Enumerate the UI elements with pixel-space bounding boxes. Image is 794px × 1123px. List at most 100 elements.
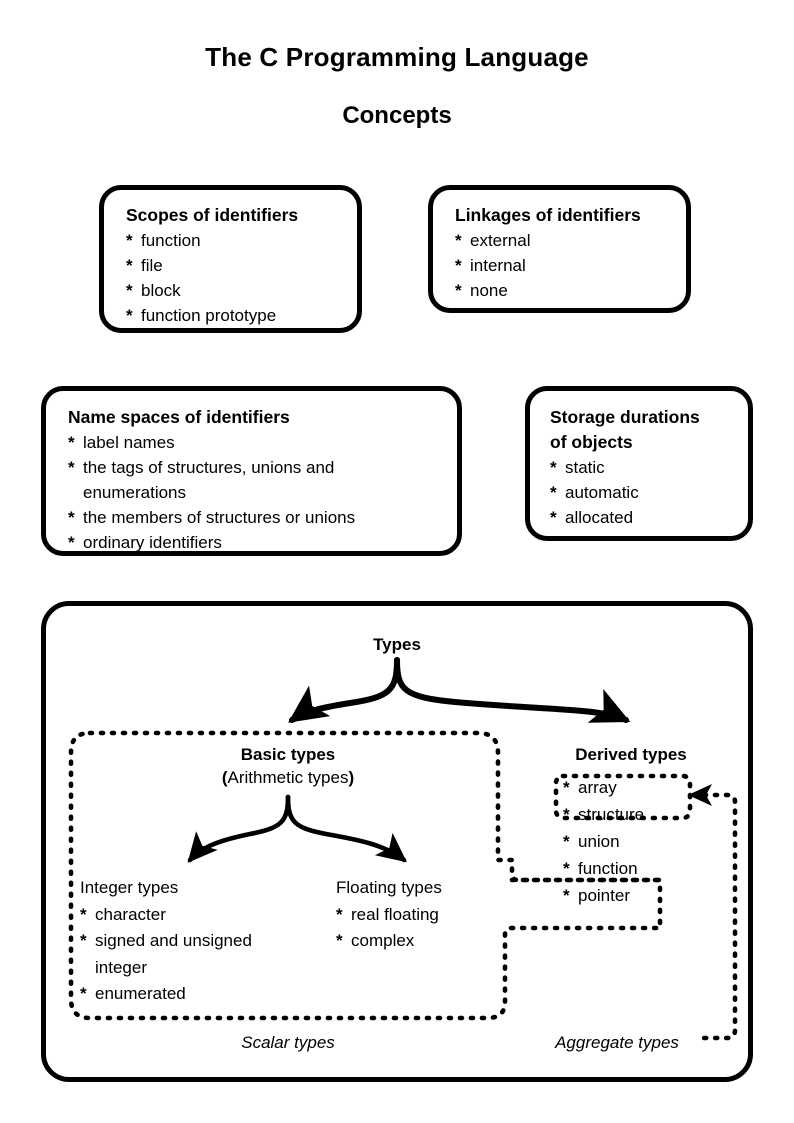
bullet-star: * — [550, 483, 557, 502]
integer-types-heading: Integer types — [80, 878, 179, 897]
card-storage-durations-of-objects: Storage durations of objects * static * au… — [525, 386, 753, 541]
list-item-label: the tags of structures, unions and enume… — [83, 458, 335, 502]
list-item-label: ordinary identifiers — [83, 533, 222, 552]
floating-types-list: * real floating * complex — [336, 902, 442, 955]
bullet-star: * — [68, 458, 75, 477]
aggregate-types-label: Aggregate types — [555, 1033, 679, 1052]
list-item: * none — [455, 278, 676, 303]
list-item: * pointer — [563, 882, 644, 909]
card-linkages-of-identifiers: Linkages of identifiers * external * inter… — [428, 185, 691, 313]
list-item: * the tags of structures, unions and enum… — [68, 455, 447, 505]
card-name-spaces-of-identifiers: Name spaces of identifiers * label names … — [41, 386, 462, 556]
list-item: * signed and unsigned integer — [80, 928, 252, 981]
list-item: * complex — [336, 928, 442, 955]
list-item-label: array — [578, 778, 617, 797]
list-item: * file — [126, 253, 347, 278]
bullet-star: * — [80, 904, 87, 924]
list-item-label: enumerated — [95, 984, 186, 1003]
list-item-label: union — [578, 832, 620, 851]
bullet-star: * — [563, 778, 570, 797]
bullet-star: * — [80, 931, 87, 950]
list-item: * union — [563, 828, 644, 855]
list-item-label: none — [470, 281, 508, 300]
list-item: * label names — [68, 430, 447, 455]
basic-types-subheading: (Arithmetic types) — [222, 766, 354, 789]
card-title: Name spaces of identifiers — [68, 407, 290, 427]
card-title: Scopes of identifiers — [126, 205, 299, 225]
card-types — [41, 601, 753, 1082]
list-item-label: character — [95, 904, 166, 924]
list-item-label: complex — [351, 931, 415, 950]
list-item-label: automatic — [565, 483, 639, 502]
list-item-label: allocated — [565, 508, 634, 527]
bullet-star: * — [550, 508, 557, 527]
list-item: *the members of structures or unions — [68, 505, 447, 530]
bullet-star: * — [563, 859, 570, 878]
bullet-star: * — [563, 805, 570, 824]
list-item: * real floating — [336, 902, 442, 929]
list-item: * internal — [455, 253, 676, 278]
scalar-types-label: Scalar types — [241, 1033, 335, 1052]
list-item-label: static — [565, 458, 605, 477]
bullet-star: * — [126, 231, 133, 250]
bullet-star: * — [455, 281, 462, 300]
list-item-label: pointer — [578, 886, 630, 905]
list-item-label: real floating — [351, 904, 439, 924]
integer-types-list: *character *signed and unsigned integer … — [80, 902, 252, 1008]
bullet-star: * — [550, 458, 557, 477]
list-item-label: the members of structures or unions — [83, 508, 356, 527]
floating-types-group: Floating types * real floating * complex — [336, 875, 442, 955]
list-item: * function — [126, 228, 347, 253]
bullet-star: * — [563, 832, 570, 851]
bullet-star: * — [68, 433, 75, 452]
card-bullet-list: * label names * the tags of structures, un… — [68, 430, 447, 555]
list-item-label: function — [141, 231, 201, 250]
derived-types-heading: Derived types — [575, 745, 687, 764]
list-item: *function — [563, 855, 644, 882]
card-scopes-of-identifiers: Scopes of identifiers * function * file * b… — [99, 185, 362, 333]
page-subtitle: Concepts — [342, 102, 452, 129]
list-item: * static — [550, 455, 738, 480]
list-item-label: function prototype — [141, 306, 277, 325]
list-item-label: internal — [470, 256, 526, 275]
list-item: * structure — [563, 801, 644, 828]
list-item: * allocated — [550, 505, 738, 530]
bullet-star: * — [455, 256, 462, 275]
bullet-star: * — [126, 281, 133, 300]
types-root-label: Types — [373, 635, 421, 654]
floating-types-heading: Floating types — [336, 878, 442, 897]
bullet-star: * — [455, 231, 462, 250]
card-bullet-list: * static * automatic * allocated — [550, 455, 738, 530]
basic-types-heading: Basic types — [240, 745, 336, 764]
derived-types-list: * array * structure * union *function * poin… — [563, 774, 644, 909]
page-title: The C Programming Language — [205, 42, 589, 72]
bullet-star: * — [126, 256, 133, 275]
basic-types-subheading-label: Arithmetic types — [227, 768, 349, 787]
bullet-star: * — [80, 984, 87, 1003]
list-item: * enumerated — [80, 981, 252, 1008]
list-item: * automatic — [550, 480, 738, 505]
integer-types-group: Integer types * character * signed and uns… — [80, 875, 252, 1008]
list-item-label: structure — [578, 805, 645, 824]
bullet-star: * — [68, 533, 75, 552]
list-item: * ordinary identifiers — [68, 530, 447, 555]
bullet-star: * — [336, 904, 343, 924]
bullet-star: * — [336, 931, 343, 950]
list-item: * external — [455, 228, 676, 253]
derived-types-group: * array * structure * union *function * poin… — [563, 774, 644, 909]
card-bullet-list: * external * internal * none — [455, 228, 676, 303]
list-item: * array — [563, 774, 644, 801]
list-item-label: block — [141, 281, 181, 300]
card-title: Linkages of identifiers — [455, 205, 641, 225]
paren-close: ) — [348, 768, 355, 787]
list-item-label: label names — [83, 433, 175, 452]
list-item: * function prototype — [126, 303, 347, 328]
bullet-star: * — [563, 886, 570, 905]
list-item-label: signed and unsigned integer — [95, 931, 252, 977]
list-item-label: file — [141, 256, 163, 275]
card-title: Storage durations of objects — [550, 407, 700, 452]
list-item: * character — [80, 902, 252, 929]
list-item-label: external — [470, 231, 531, 250]
bullet-star: * — [126, 306, 133, 325]
